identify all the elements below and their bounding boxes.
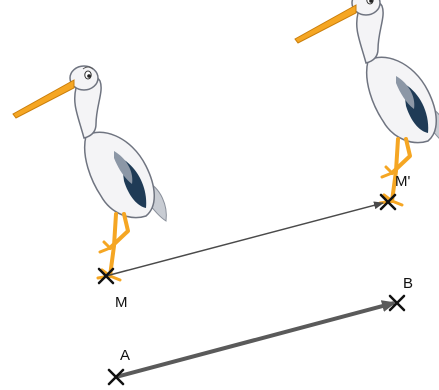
stork-illustration	[11, 64, 169, 282]
vector-m-mprime	[105, 201, 384, 277]
vector-a-b	[115, 300, 396, 379]
point-m-cross	[97, 267, 115, 285]
point-b-cross	[388, 294, 406, 312]
label-a: A	[120, 347, 130, 364]
point-a-cross	[107, 368, 125, 386]
label-b: B	[403, 275, 413, 292]
label-m: M	[115, 294, 128, 311]
stork-translated-illustration	[293, 0, 439, 207]
point-mprime-cross	[379, 193, 397, 211]
label-mprime: M'	[395, 173, 410, 190]
